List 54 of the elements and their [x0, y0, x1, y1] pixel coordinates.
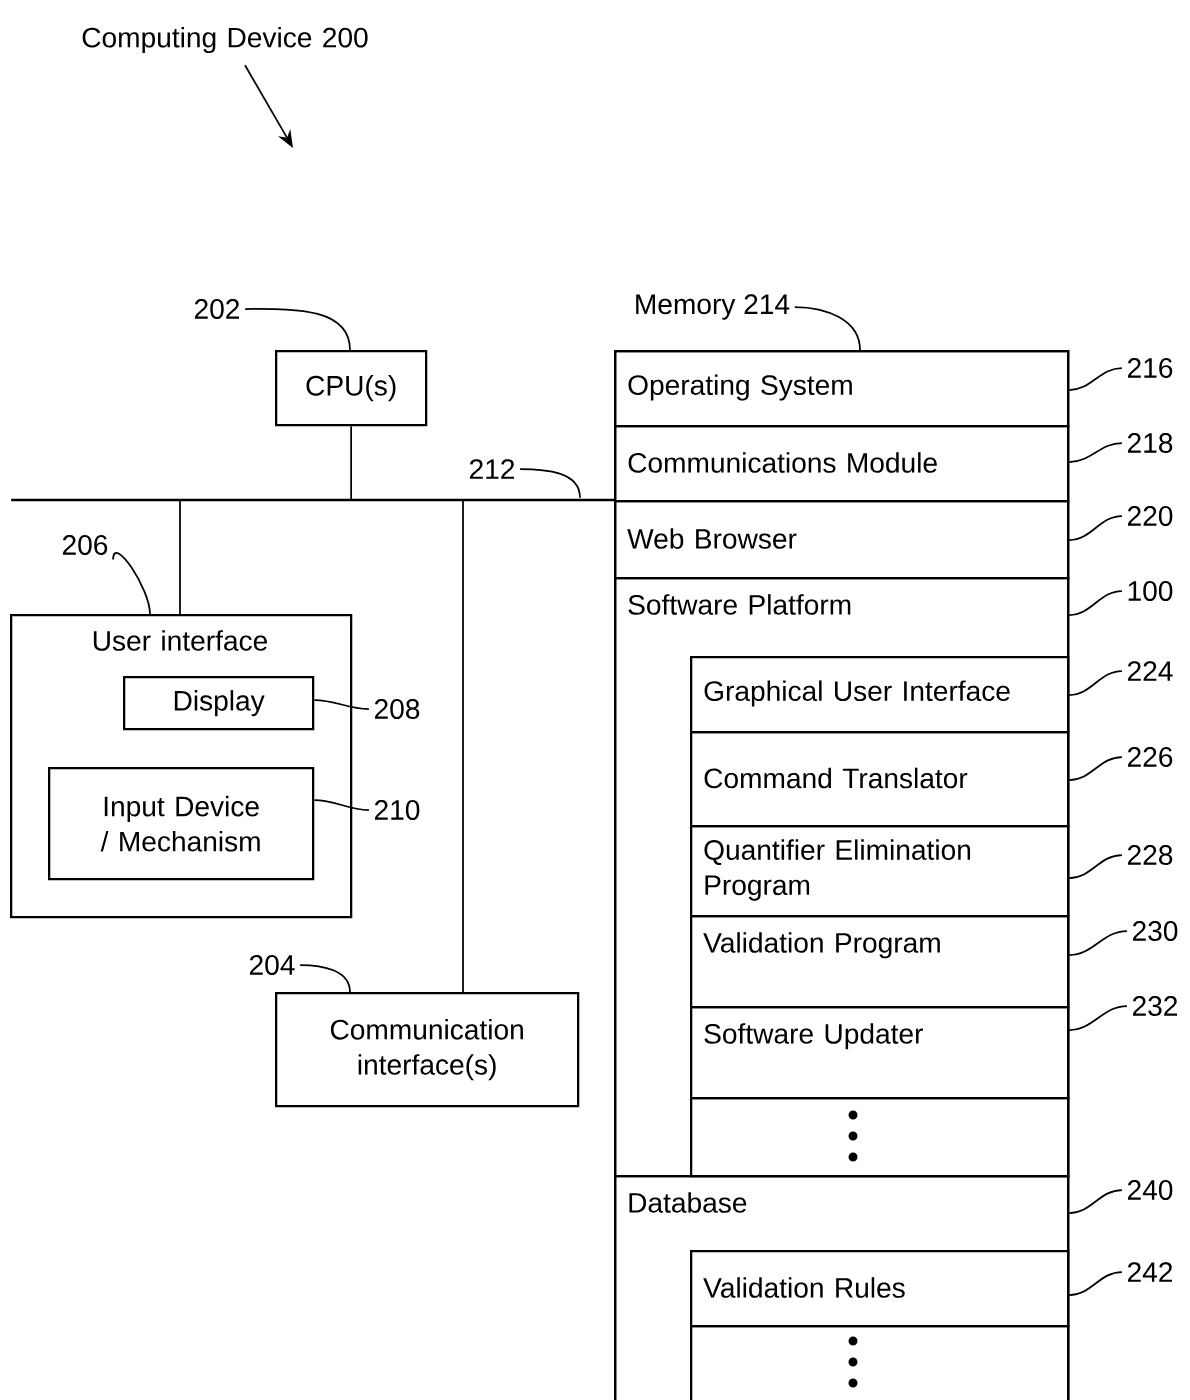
leader-line — [1068, 670, 1123, 696]
leader-line — [519, 468, 581, 499]
leader-line — [1068, 854, 1123, 879]
reference-number: 242 — [1127, 1262, 1173, 1282]
bus-connector — [350, 425, 352, 501]
reference-number: 204 — [249, 955, 295, 975]
reference-number: 240 — [1127, 1180, 1173, 1200]
leader-line — [112, 552, 151, 615]
component-box: Input Device / Mechanism — [48, 767, 315, 881]
leader-line — [1068, 1005, 1128, 1031]
bus-connector — [179, 499, 181, 615]
module-box: Validation Program — [690, 915, 1070, 1009]
process-box: CPU(s) — [275, 350, 428, 427]
leader-line — [313, 799, 370, 811]
reference-number: 220 — [1127, 506, 1173, 526]
leader-line — [1068, 1271, 1123, 1296]
bus-connector — [462, 499, 464, 993]
reference-number: 230 — [1132, 921, 1178, 941]
reference-number: 226 — [1127, 747, 1173, 767]
leader-line — [1068, 756, 1123, 781]
leader-line — [1068, 442, 1123, 463]
leader-line — [1068, 1189, 1123, 1214]
heading-label: Computing Device 200 — [82, 26, 368, 54]
module-box: Graphical User Interface — [690, 656, 1070, 734]
reference-number: 210 — [374, 800, 420, 820]
reference-number: 228 — [1127, 845, 1173, 865]
reference-number: 208 — [374, 699, 420, 719]
reference-number: 212 — [469, 459, 515, 479]
leader-line — [793, 306, 861, 351]
reference-number: 232 — [1132, 996, 1178, 1016]
leader-line — [299, 964, 351, 993]
module-box: Operating System — [614, 350, 1070, 428]
module-box: Web Browser — [614, 500, 1070, 580]
module-box: Communications Module — [614, 425, 1070, 503]
reference-number: 218 — [1127, 433, 1173, 453]
reference-number: 202 — [194, 299, 240, 319]
leader-line — [244, 308, 351, 351]
leader-line — [313, 699, 370, 710]
bus-line — [11, 498, 615, 502]
module-box: Command Translator — [690, 731, 1070, 828]
reference-number: 100 — [1128, 581, 1173, 601]
leader-line — [1068, 367, 1123, 391]
module-box: Software Updater — [690, 1006, 1070, 1100]
reference-number: Memory 214 — [636, 294, 790, 320]
module-box: Validation Rules — [690, 1250, 1070, 1328]
leader-line — [1068, 590, 1123, 616]
reference-number: 216 — [1127, 358, 1173, 378]
module-box: Quantifier Elimination Program — [690, 825, 1070, 918]
leader-line — [1068, 930, 1128, 956]
leader-line — [1068, 515, 1123, 541]
component-box: Display — [123, 676, 315, 731]
reference-number: 206 — [62, 535, 108, 555]
interface-box: Communication interface(s) — [275, 992, 580, 1108]
reference-number: 224 — [1127, 661, 1173, 681]
